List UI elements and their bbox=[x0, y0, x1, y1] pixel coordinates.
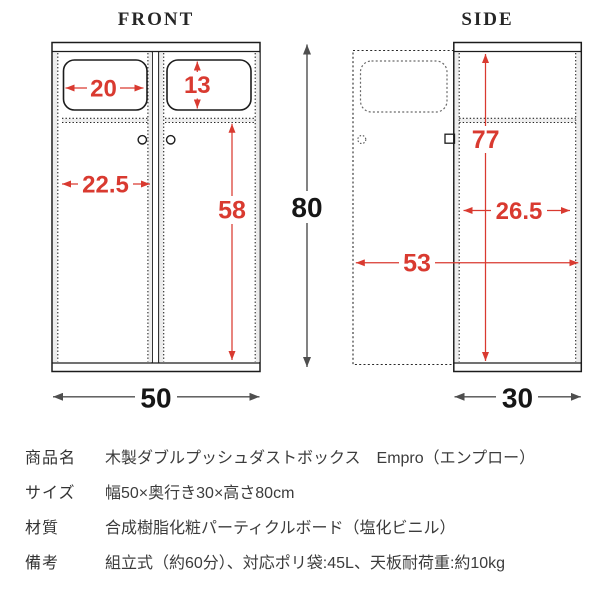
dim-side-inner-depth: 26.5 bbox=[463, 197, 570, 225]
side-edge-shade-right bbox=[576, 52, 581, 362]
side-view-title: SIDE bbox=[461, 9, 513, 30]
front-cabinet-outline bbox=[51, 41, 261, 373]
spec-row-material: 材質 合成樹脂化粧パーティクルボード（塩化ビニル） bbox=[25, 514, 585, 549]
dim-front-opening-height: 13 bbox=[184, 61, 211, 109]
spec-label: 備考 bbox=[25, 555, 60, 572]
front-edge-shade-center-left bbox=[148, 52, 152, 362]
dim-side-inner-height-value: 77 bbox=[472, 126, 500, 154]
dim-total-depth: 30 bbox=[454, 381, 581, 413]
dim-front-door-width-value: 22.5 bbox=[82, 172, 129, 199]
side-cabinet-outline bbox=[453, 41, 583, 373]
dim-front-door-height: 58 bbox=[215, 123, 249, 360]
front-left-knob bbox=[137, 134, 148, 145]
spec-label: 材質 bbox=[25, 520, 60, 537]
spec-value: 組立式（約60分）、対応ポリ袋:45L、天板耐荷重:約10kg bbox=[105, 555, 506, 572]
dim-total-width: 50 bbox=[53, 381, 260, 413]
spec-value: 木製ダブルプッシュダストボックス Empro（エンプロー） bbox=[105, 450, 536, 467]
front-flap-shade-left bbox=[62, 118, 148, 123]
front-edge-shade-center-right bbox=[159, 52, 164, 362]
dim-total-height-value: 80 bbox=[291, 192, 322, 223]
side-edge-shade-left bbox=[454, 52, 459, 362]
dim-side-inner-depth-value: 26.5 bbox=[496, 198, 543, 225]
spec-value: 幅50×奥行き30×高さ80cm bbox=[105, 485, 295, 502]
front-view-title: FRONT bbox=[118, 9, 195, 30]
spec-label: サイズ bbox=[25, 485, 76, 502]
front-right-push-opening bbox=[166, 59, 252, 111]
spec-row-size: サイズ 幅50×奥行き30×高さ80cm bbox=[25, 479, 585, 514]
side-view: SIDE 77 bbox=[352, 9, 583, 413]
spec-table: 商品名 木製ダブルプッシュダストボックス Empro（エンプロー） サイズ 幅5… bbox=[25, 444, 585, 584]
dim-total-height: 80 bbox=[288, 44, 326, 367]
dim-front-door-width: 22.5 bbox=[62, 171, 150, 199]
front-edge-shade-left bbox=[53, 52, 58, 362]
side-flap-shade bbox=[459, 118, 576, 123]
dim-total-depth-value: 30 bbox=[502, 382, 533, 413]
spec-label: 商品名 bbox=[25, 450, 77, 467]
dim-side-open-depth: 53 bbox=[355, 249, 579, 278]
side-open-door-knob-dashed bbox=[357, 134, 367, 145]
front-edge-shade-right bbox=[255, 52, 260, 362]
dim-front-opening-width: 20 bbox=[65, 75, 144, 103]
spec-row-product-name: 商品名 木製ダブルプッシュダストボックス Empro（エンプロー） bbox=[25, 444, 585, 479]
spec-value: 合成樹脂化粧パーティクルボード（塩化ビニル） bbox=[105, 520, 456, 537]
front-right-knob bbox=[165, 134, 176, 145]
dim-front-opening-width-value: 20 bbox=[90, 76, 117, 103]
dim-total-width-value: 50 bbox=[140, 382, 171, 413]
front-left-push-opening bbox=[62, 59, 148, 111]
front-view: FRONT bbox=[51, 9, 326, 413]
dim-side-open-depth-value: 53 bbox=[403, 250, 431, 278]
dim-front-opening-height-value: 13 bbox=[184, 72, 211, 99]
front-flap-shade-right bbox=[165, 118, 256, 123]
dimension-diagram: FRONT bbox=[51, 9, 583, 413]
spec-row-notes: 備考 組立式（約60分）、対応ポリ袋:45L、天板耐荷重:約10kg bbox=[25, 549, 585, 584]
dim-front-door-height-value: 58 bbox=[218, 197, 246, 225]
side-knob-square bbox=[444, 133, 456, 144]
side-open-door-push-opening-dotted bbox=[359, 60, 448, 113]
